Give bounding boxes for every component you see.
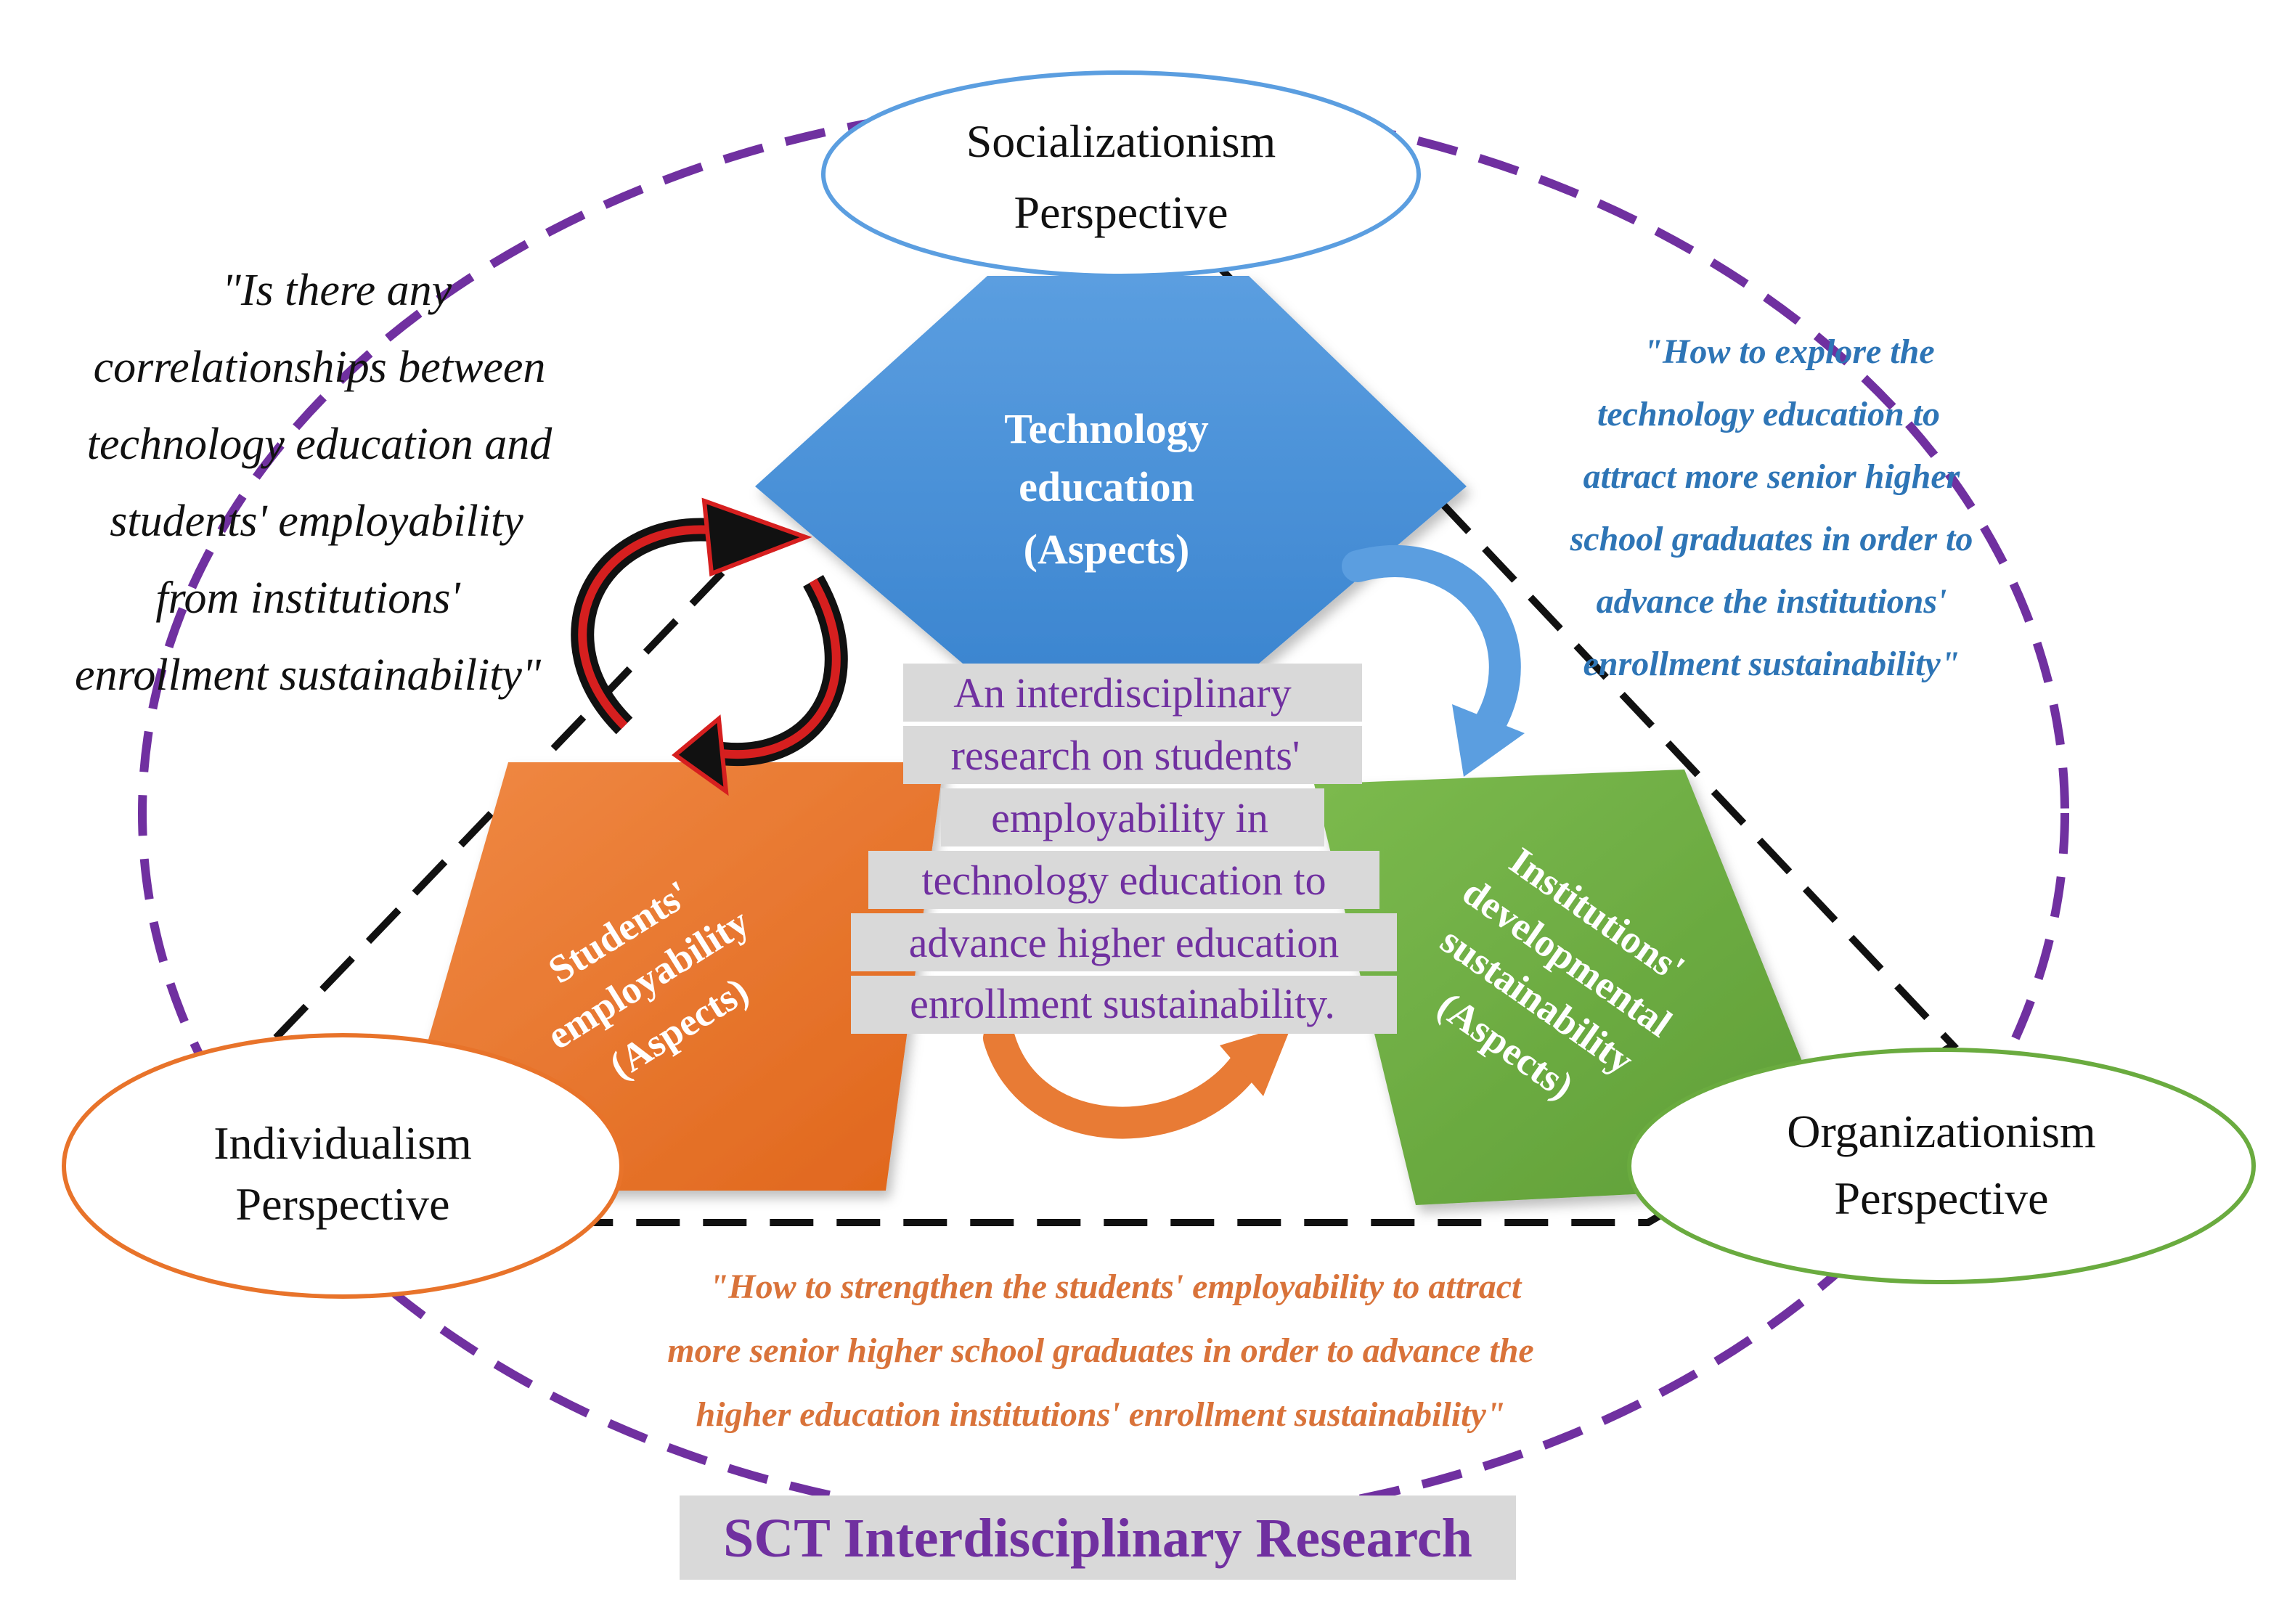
left-question-line-1: "Is there any <box>222 266 452 315</box>
individualism-label-1: Individualism <box>213 1117 472 1169</box>
left-question-line-2: correlationships between <box>94 343 546 392</box>
technology-label-2: education <box>1019 463 1194 510</box>
right-question-line-2: technology education to <box>1597 395 1940 433</box>
right-question-line-3: attract more senior higher <box>1583 457 1961 496</box>
technology-label-1: Technology <box>1004 405 1208 452</box>
right-question-line-1: "How to explore the <box>1643 332 1934 371</box>
socialization-ellipse <box>821 70 1421 278</box>
center-line-4: technology education to <box>921 857 1326 904</box>
technology-label-3: (Aspects) <box>1024 526 1190 573</box>
right-question-line-6: enrollment sustainability" <box>1583 645 1960 683</box>
orange-curved-arrow <box>983 1022 1292 1139</box>
footer-title-bg <box>680 1496 1516 1580</box>
blue-curved-arrow <box>1342 545 1525 777</box>
left-question-line-4: students' employability <box>110 497 523 546</box>
technology-education-shape <box>755 276 1467 697</box>
bottom-question-line-2: more senior higher school graduates in o… <box>667 1331 1533 1370</box>
individualism-ellipse <box>62 1033 624 1299</box>
left-question-line-5: from institutions' <box>155 574 461 623</box>
socialization-label-1: Socializationism <box>966 115 1276 167</box>
center-line-2: research on students' <box>951 732 1300 779</box>
organization-ellipse <box>1627 1048 2256 1284</box>
left-question-line-6: enrollment sustainability" <box>75 650 542 700</box>
center-statement: An interdisciplinary research on student… <box>851 664 1397 1034</box>
organization-label-1: Organizationism <box>1787 1106 2095 1157</box>
right-question-line-4: school graduates in order to <box>1570 520 1973 558</box>
bottom-question-line-3: higher education institutions' enrollmen… <box>696 1395 1506 1434</box>
right-question-line-5: advance the institutions' <box>1597 582 1947 621</box>
center-line-5: advance higher education <box>909 919 1340 966</box>
center-line-3: employability in <box>991 794 1268 841</box>
cycle-arrows-icon <box>571 497 848 796</box>
dashed-triangle <box>262 154 1959 1226</box>
bottom-question-line-1: "How to strengthen the students' employa… <box>709 1268 1522 1306</box>
individualism-label-2: Perspective <box>236 1178 450 1230</box>
organization-label-2: Perspective <box>1835 1172 2049 1224</box>
center-line-1: An interdisciplinary <box>953 669 1292 717</box>
socialization-label-2: Perspective <box>1014 187 1228 238</box>
footer-title: SCT Interdisciplinary Research <box>723 1508 1472 1569</box>
left-question-line-3: technology education and <box>87 420 553 469</box>
center-line-6: enrollment sustainability. <box>910 980 1335 1027</box>
